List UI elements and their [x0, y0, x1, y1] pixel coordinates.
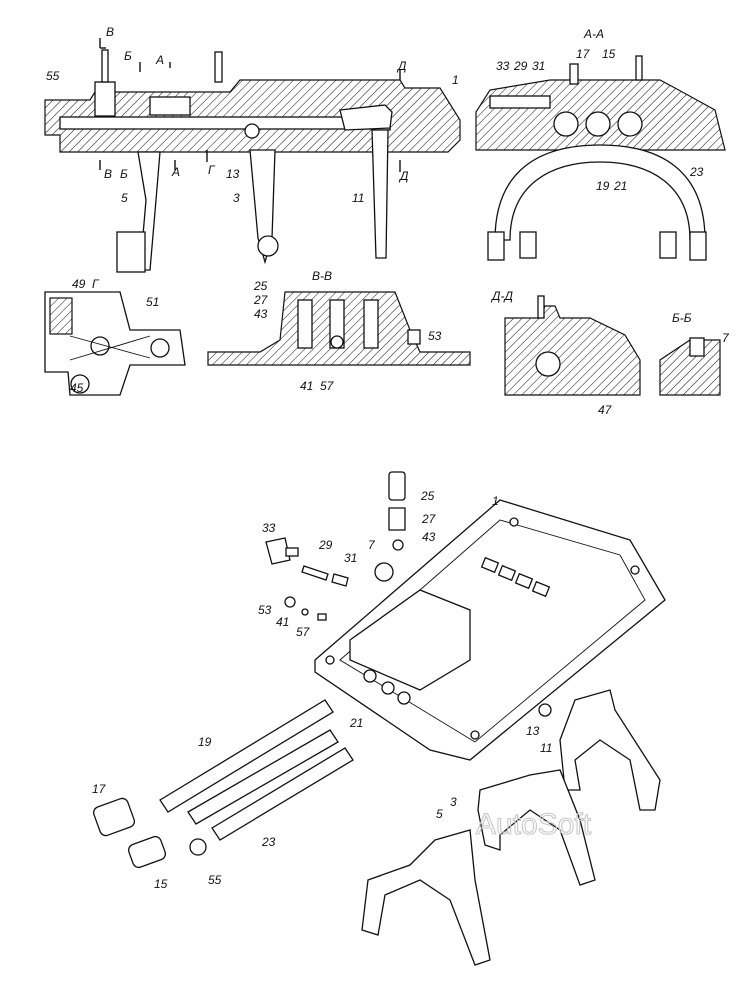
callout-aa-31: 31 [532, 59, 545, 73]
cut-label-a-bottom: А [171, 165, 180, 179]
callout-ex-55: 55 [208, 873, 222, 887]
callout-ex-41: 41 [276, 615, 289, 629]
callout-ex-3: 3 [450, 795, 457, 809]
callout-aa-33: 33 [496, 59, 510, 73]
cut-label-b-top: Б [124, 49, 132, 63]
callout-aa-29: 29 [513, 59, 528, 73]
exploded-view [92, 471, 666, 966]
callout-main-3: 3 [233, 191, 240, 205]
callout-ex-17: 17 [92, 782, 107, 796]
section-title-bb: Б-Б [672, 311, 692, 325]
callout-vv-27: 27 [253, 293, 269, 307]
callout-ex-53: 53 [258, 603, 272, 617]
view-g [44, 291, 186, 396]
callout-ex-7: 7 [368, 538, 376, 552]
callout-vv-25: 25 [253, 279, 268, 293]
callout-ex-43: 43 [422, 530, 436, 544]
callout-vv-57: 57 [320, 379, 335, 393]
callout-ex-31: 31 [344, 551, 357, 565]
callout-g-49: 49 [72, 277, 86, 291]
callout-aa-19: 19 [596, 179, 610, 193]
callout-vv-41: 41 [300, 379, 313, 393]
callout-main-55: 55 [46, 69, 60, 83]
callout-ex-25: 25 [420, 489, 435, 503]
section-aa-view [475, 55, 726, 261]
section-title-g: Г [92, 277, 100, 291]
cut-label-b-bottom: Б [120, 167, 128, 181]
callout-aa-23: 23 [689, 165, 704, 179]
callout-ex-21: 21 [349, 716, 363, 730]
callout-ex-33: 33 [262, 521, 276, 535]
callout-ex-23: 23 [261, 835, 276, 849]
callout-bb-7: 7 [722, 331, 730, 345]
main-section-view [44, 38, 461, 273]
callout-ex-57: 57 [296, 625, 311, 639]
callout-vv-53: 53 [428, 329, 442, 343]
callout-aa-17: 17 [576, 47, 591, 61]
callout-main-11: 11 [352, 191, 364, 205]
callout-ex-11: 11 [540, 741, 552, 755]
section-dd-view [504, 295, 641, 396]
section-bb-view [659, 337, 721, 396]
callout-aa-21: 21 [613, 179, 627, 193]
section-title-aa: А-А [583, 27, 604, 41]
cut-label-v-bottom: В [104, 167, 112, 181]
callout-g-45: 45 [70, 381, 84, 395]
callout-ex-13: 13 [526, 724, 540, 738]
callout-main-1: 1 [452, 73, 459, 87]
cut-label-g: Г [208, 163, 216, 177]
section-title-dd: Д-Д [490, 289, 513, 303]
callout-g-51: 51 [146, 295, 159, 309]
callout-ex-1: 1 [492, 494, 499, 508]
section-vv-view [207, 291, 471, 366]
cut-label-d-top: Д [396, 59, 407, 73]
callout-ex-5: 5 [436, 807, 443, 821]
callout-vv-43: 43 [254, 307, 268, 321]
cut-label-a-top: А [155, 53, 164, 67]
cut-label-v-top: В [106, 25, 114, 39]
callout-main-13: 13 [226, 167, 240, 181]
watermark: AutoSoft [476, 808, 592, 841]
callout-ex-29: 29 [318, 538, 333, 552]
callout-aa-15: 15 [602, 47, 616, 61]
callout-dd-47: 47 [598, 403, 613, 417]
callout-ex-27: 27 [421, 512, 437, 526]
cut-label-d-bottom: Д [398, 169, 409, 183]
callout-main-5: 5 [121, 191, 128, 205]
callout-ex-19: 19 [198, 735, 212, 749]
callout-ex-15: 15 [154, 877, 168, 891]
section-title-vv: В-В [312, 269, 332, 283]
